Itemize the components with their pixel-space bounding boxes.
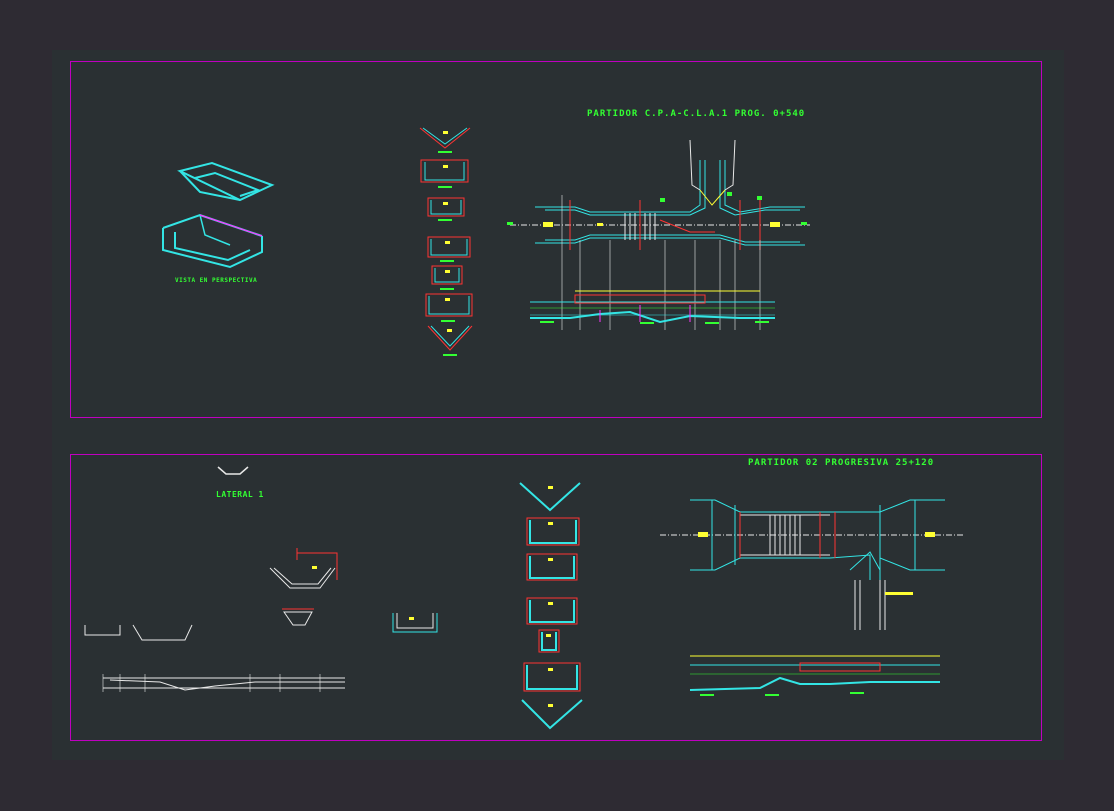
profile-top [530,290,775,324]
lateral-icon [217,466,249,475]
perspective-rect-channel [162,213,263,269]
plan-view-top [510,139,810,330]
perspective-label: VISTA EN PERSPECTIVA [175,277,258,284]
perspective-trapezoid-channel [177,161,275,202]
sheet-frame-top [70,61,1042,418]
bottom-sheet-title: PARTIDOR 02 PROGRESIVA 25+120 [748,458,935,468]
plan-view-bottom [660,499,965,630]
cross-sections-column-top [419,127,473,351]
lateral-sections [84,548,438,692]
cross-sections-column-bottom [519,482,583,730]
lateral-label: LATERAL 1 [216,490,264,499]
sheet-frame-bottom [70,454,1042,741]
drawing-canvas[interactable] [52,50,1064,760]
profile-bottom [689,655,940,691]
top-sheet-title: PARTIDOR C.P.A-C.L.A.1 PROG. 0+540 [587,109,806,119]
